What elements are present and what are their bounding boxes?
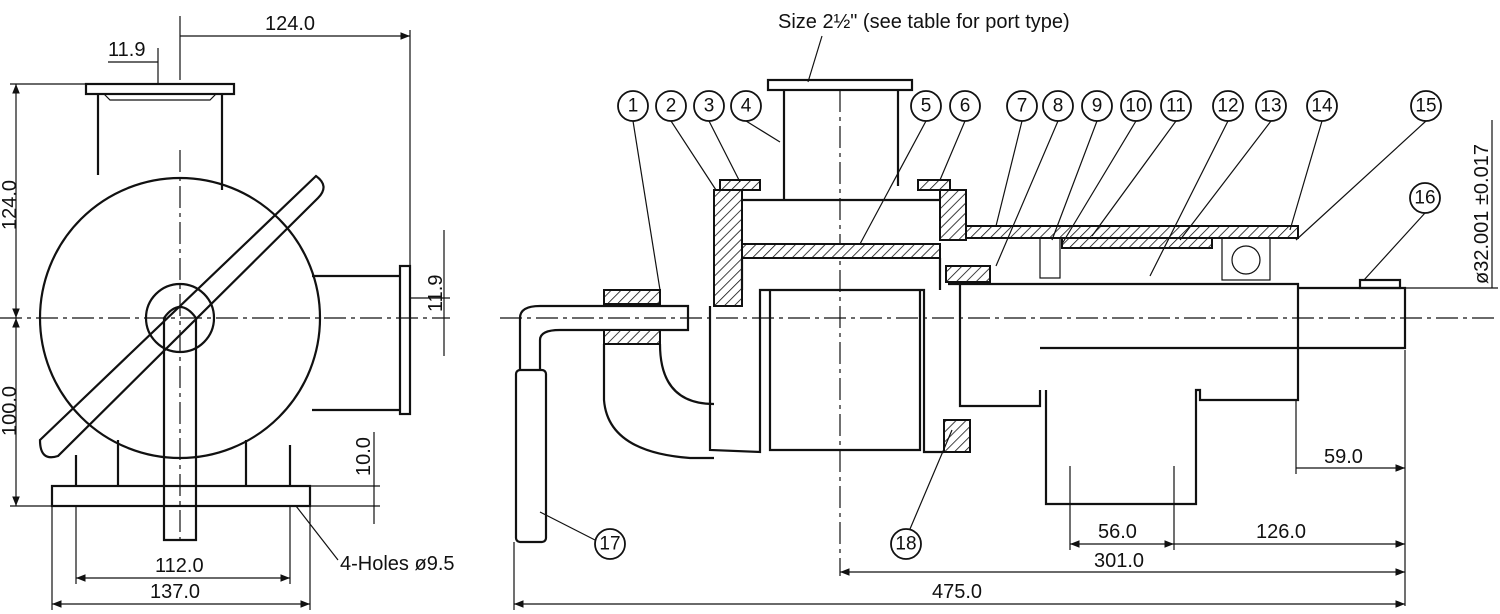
- svg-text:15: 15: [1415, 96, 1436, 117]
- backplate-section: [939, 189, 967, 241]
- balloon-10: 10: [1120, 90, 1152, 122]
- balloon-5: 5: [910, 90, 942, 122]
- svg-text:16: 16: [1414, 188, 1435, 209]
- dim-shaft-ext: 59.0: [1324, 446, 1363, 468]
- balloon-1: 1: [617, 90, 649, 122]
- bearing-left: [1039, 237, 1061, 279]
- balloon-leaders: [539, 120, 1427, 541]
- casing-front-section: [713, 189, 743, 307]
- balloon-16: 16: [1409, 182, 1441, 214]
- svg-text:18: 18: [895, 534, 916, 555]
- side-flange: [398, 264, 412, 416]
- svg-text:4: 4: [741, 96, 752, 117]
- hub-circle: [144, 282, 216, 354]
- balloon-8: 8: [1042, 90, 1074, 122]
- impeller-section: [741, 243, 941, 259]
- balloon-7: 7: [1006, 90, 1038, 122]
- svg-text:17: 17: [599, 534, 620, 555]
- bearing-ball: [1231, 245, 1261, 275]
- top-flange: [84, 82, 236, 96]
- shaft-key: [1358, 278, 1402, 290]
- bearing-right: [1221, 237, 1271, 281]
- seal-section: [945, 265, 991, 283]
- spacer-sleeve: [1061, 237, 1213, 249]
- shaft-housing: [948, 282, 1300, 408]
- balloon-4: 4: [730, 90, 762, 122]
- holes-note: 4-Holes ø9.5: [340, 553, 455, 575]
- svg-text:1: 1: [628, 96, 639, 117]
- svg-text:3: 3: [704, 96, 715, 117]
- bearing-housing-top: [965, 225, 1299, 239]
- svg-text:6: 6: [960, 96, 971, 117]
- svg-text:12: 12: [1217, 96, 1238, 117]
- size-note: Size 2½" (see table for port type): [778, 11, 1070, 33]
- dim-center-to-end: 301.0: [1094, 550, 1144, 572]
- dim-lower-left: 100.0: [0, 386, 21, 436]
- dim-offset-top: 11.9: [108, 39, 145, 61]
- dim-overall-length: 475.0: [932, 581, 982, 603]
- dim-shaft-diameter: ø32.001 ±0.017: [1471, 144, 1493, 284]
- clamp-ring-right: [917, 179, 951, 191]
- svg-text:9: 9: [1092, 96, 1103, 117]
- arm-clamp-top: [603, 289, 661, 305]
- drain-plug: [943, 419, 971, 453]
- balloon-2: 2: [655, 90, 687, 122]
- balloon-17: 17: [594, 528, 626, 560]
- handle-arm: [518, 304, 690, 370]
- balloon-6: 6: [949, 90, 981, 122]
- dim-base-width: 137.0: [150, 581, 200, 603]
- svg-text:10: 10: [1125, 96, 1146, 117]
- rotor-body: [768, 290, 922, 452]
- inlet-pipe: [782, 90, 900, 200]
- balloon-14: 14: [1306, 90, 1338, 122]
- handle-knob: [162, 305, 198, 542]
- base-plate: [50, 484, 312, 508]
- svg-text:13: 13: [1260, 96, 1281, 117]
- dim-width-top: 124.0: [265, 13, 315, 35]
- svg-text:2: 2: [666, 96, 677, 117]
- balloon-3: 3: [693, 90, 725, 122]
- dim-offset-right: 11.9: [425, 275, 447, 312]
- dim-foot-height: 10.0: [353, 437, 375, 476]
- casing-body: [708, 288, 944, 454]
- svg-text:7: 7: [1017, 96, 1028, 117]
- balloon-11: 11: [1160, 90, 1192, 122]
- casing-inner: [740, 198, 942, 290]
- side-view: 1 2 3 4 5 6 7 8 9 10 11 12 13 14 15 16 1…: [500, 78, 1498, 610]
- svg-text:5: 5: [921, 96, 932, 117]
- dim-hole-spacing: 112.0: [155, 555, 204, 577]
- arm-clamp-bottom: [603, 329, 661, 345]
- handle-grip: [514, 368, 548, 544]
- svg-text:14: 14: [1311, 96, 1333, 117]
- dim-foot-to-end: 126.0: [1256, 521, 1306, 543]
- balloon-9: 9: [1081, 90, 1113, 122]
- top-outlet-neck: [96, 94, 224, 190]
- size-leader: [807, 35, 823, 83]
- inlet-flange: [766, 78, 914, 92]
- holes-leader: [295, 505, 339, 561]
- svg-text:11: 11: [1166, 96, 1186, 117]
- clamp-bracket: [602, 343, 715, 460]
- feet-legs: [74, 440, 292, 486]
- shaft-end: [1298, 286, 1407, 350]
- balloon-15: 15: [1410, 90, 1442, 122]
- housing-foot: [1044, 348, 1300, 506]
- side-outlet-neck: [312, 274, 400, 412]
- balloon-18: 18: [890, 528, 922, 560]
- svg-text:8: 8: [1053, 96, 1064, 117]
- clamp-handle: [38, 174, 325, 459]
- pump-casing: [38, 176, 322, 460]
- balloon-13: 13: [1255, 90, 1287, 122]
- dim-foot-inner: 56.0: [1098, 521, 1137, 543]
- dim-height-left: 124.0: [0, 180, 21, 230]
- top-ferrule-line: [103, 93, 217, 101]
- clamp-ring-left: [719, 179, 761, 191]
- balloon-12: 12: [1212, 90, 1244, 122]
- end-view: 124.0 11.9 124.0 100.0 11.9 10.0 112.0 1…: [0, 13, 455, 610]
